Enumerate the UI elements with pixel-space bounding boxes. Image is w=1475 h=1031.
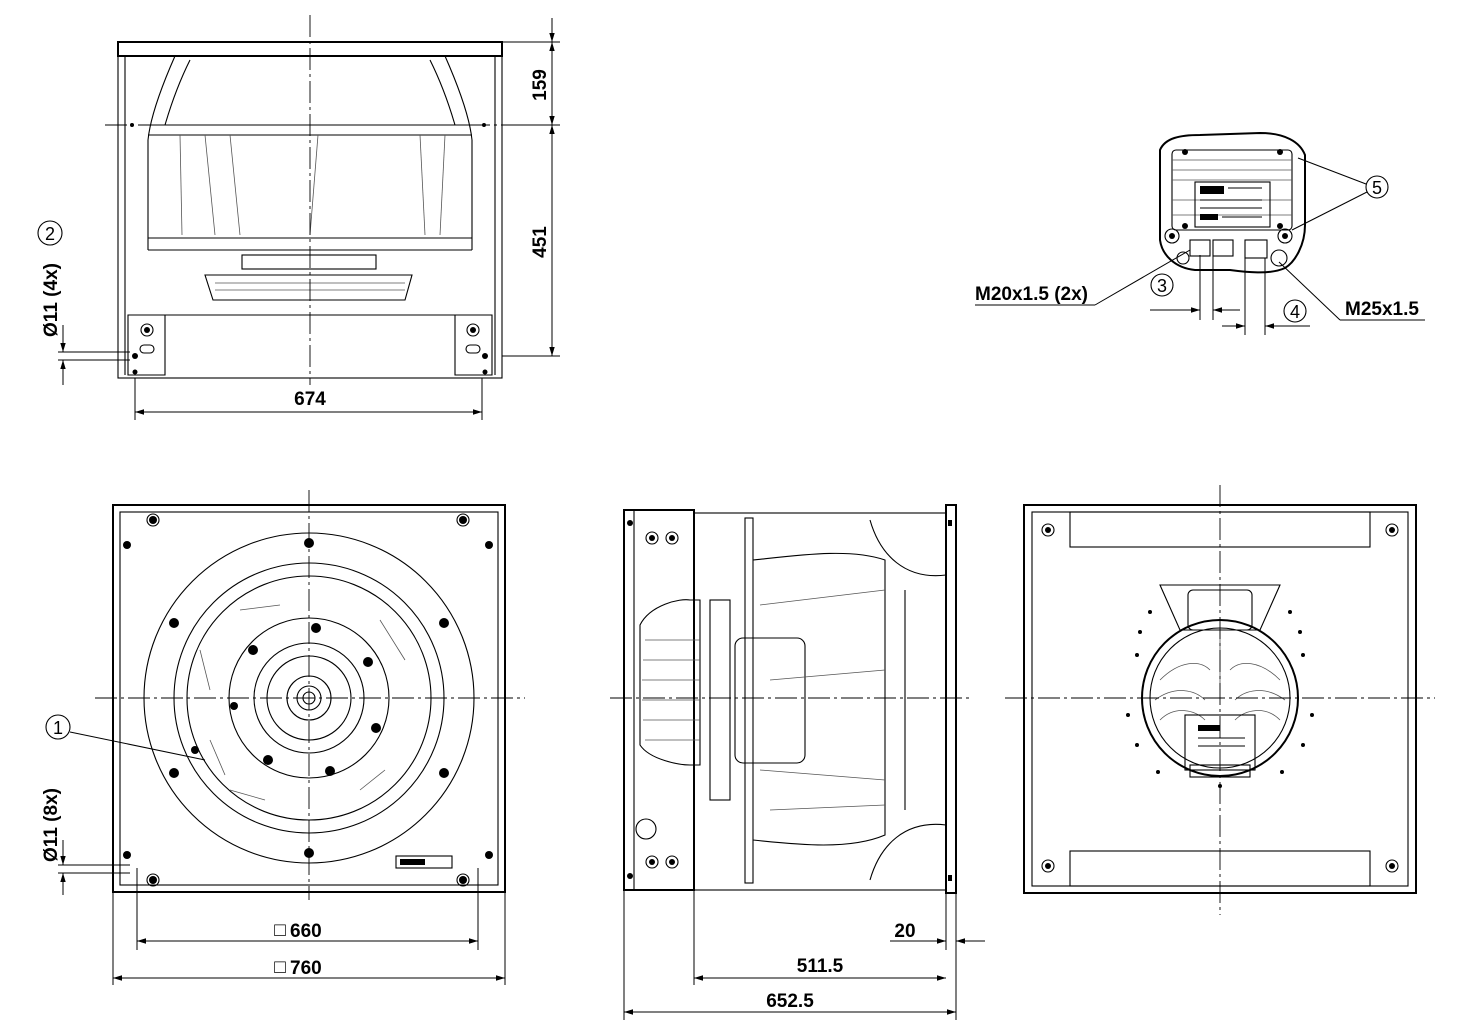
square-symbol-660: □ bbox=[274, 920, 286, 941]
terminal-box-detail: M20x1.5 (2x) M25x1.5 3 4 5 bbox=[975, 131, 1425, 335]
thread-m20-label: M20x1.5 (2x) bbox=[975, 284, 1088, 305]
callout-4: 4 bbox=[1290, 302, 1300, 322]
dimension-451: 451 bbox=[530, 226, 551, 258]
callout-5: 5 bbox=[1372, 178, 1382, 198]
front-view: 1 Ø11 (8x) □ 660 □ 760 bbox=[41, 490, 525, 985]
dimension-159: 159 bbox=[530, 69, 551, 101]
rear-view bbox=[1005, 485, 1435, 915]
dimension-652-5: 652.5 bbox=[766, 991, 814, 1012]
top-view: 159 451 674 Ø11 (4x) 2 bbox=[37, 15, 560, 420]
square-symbol-760: □ bbox=[274, 957, 286, 978]
callout-circle-2 bbox=[37, 220, 63, 246]
callout-1: 1 bbox=[53, 718, 63, 738]
callout-3: 3 bbox=[1157, 276, 1167, 296]
dimension-660: 660 bbox=[290, 921, 322, 942]
hole-note-8x: Ø11 (8x) bbox=[41, 788, 62, 862]
thread-m25-label: M25x1.5 bbox=[1345, 299, 1419, 320]
dimension-674: 674 bbox=[294, 389, 326, 410]
dimension-511-5: 511.5 bbox=[797, 956, 844, 977]
dimension-20: 20 bbox=[894, 921, 915, 942]
callout-2: 2 bbox=[45, 224, 55, 244]
dimension-760: 760 bbox=[290, 958, 322, 979]
side-view: 20 511.5 652.5 bbox=[610, 504, 985, 1020]
hole-note-4x: Ø11 (4x) bbox=[41, 263, 62, 337]
